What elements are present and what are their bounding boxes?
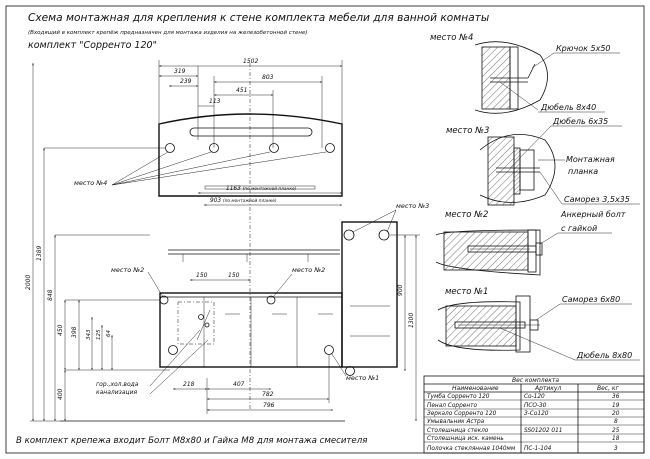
dim-1502: 1502 [243, 58, 258, 65]
page-title: Схема монтажная для крепления к стене ко… [28, 12, 489, 24]
table-row: Пенал Сорренто ПСО-30 19 [427, 403, 620, 409]
kit-name: комплект "Сорренто 120" [28, 40, 157, 51]
dim-796: 796 [263, 402, 275, 409]
detail-place-2: место №2 Анкерный болт с гайкой [435, 210, 626, 276]
dim-1300: 1300 [408, 313, 415, 328]
detail-2-title: место №2 [445, 210, 488, 220]
label-sewer: канализация [96, 389, 137, 396]
table-cell: 25 [612, 428, 620, 434]
detail-place-4: место №4 Крючок 5х50 Дюбель 8х40 [430, 33, 620, 114]
callout-place-3: место №3 [396, 202, 429, 210]
main-elevation [30, 63, 398, 422]
detail-1-title: место №1 [445, 287, 488, 297]
table-cell: 19 [612, 403, 620, 409]
table-cell: ПСО-30 [524, 403, 547, 409]
table-row: Зеркало Сорренто 120 З-Со120 20 [427, 411, 620, 417]
sheet-frame [5, 5, 645, 454]
table-cell: Со-120 [524, 394, 545, 400]
detail-place-1: место №1 Саморез 6х80 Дюбель 8х80 [437, 287, 640, 361]
table-row: Столешница стекло SS01202 011 25 [427, 428, 620, 434]
tall-cabinet [341, 221, 398, 376]
dim-1163-note: (по монтажной планке) [243, 186, 297, 192]
dim-900: 900 [397, 284, 404, 296]
dim-803: 803 [262, 74, 274, 81]
table-row: Столешница иск. камень 18 [427, 436, 620, 442]
dim-239: 239 [180, 78, 192, 85]
dim-150-left: 150 [196, 272, 208, 279]
label-water: гор.,хол.вода [96, 381, 139, 388]
dim-125: 125 [96, 329, 102, 340]
detail-3-part-plank-2: планка [568, 167, 598, 176]
dim-319: 319 [174, 68, 186, 75]
table-row: Полочка стеклянная 1040мм ПС-1-104 3 [427, 446, 618, 452]
glass-shelf [168, 249, 340, 262]
dim-150-right: 150 [228, 272, 240, 279]
dim-407: 407 [233, 381, 245, 388]
vanity-cabinet [159, 292, 343, 368]
dim-1163: 1163 (по монтажной планке) [226, 186, 297, 192]
table-header-name: Наименование [452, 385, 499, 392]
dim-343: 343 [86, 329, 92, 340]
table-header-weight: Вес, кг [597, 385, 620, 392]
table-title: Вес комплекта [512, 377, 559, 384]
dimensions: 1502 319 239 803 451 113 1163 (по монтаж… [25, 58, 420, 421]
place-callouts: место №4 место №3 место №2 место №2 мест… [74, 151, 429, 396]
dim-2000: 2000 [25, 275, 32, 290]
detail-2-part-anchor: Анкерный болт [560, 210, 626, 219]
detail-3-part-dowel: Дюбель 6х35 [552, 117, 608, 126]
table-cell: Зеркало Сорренто 120 [427, 411, 497, 417]
dim-64: 64 [106, 330, 112, 337]
detail-4-title: место №4 [430, 33, 473, 43]
detail-1-part-screw: Саморез 6х80 [562, 295, 620, 304]
table-row: Тумба Сорренто 120 Со-120 36 [427, 394, 620, 400]
dim-400: 400 [57, 388, 64, 400]
table-cell: 3 [614, 446, 618, 452]
detail-3-part-plank: Монтажная [566, 155, 615, 164]
table-cell: Столешница стекло [427, 428, 489, 434]
table-cell: 18 [612, 436, 620, 442]
dim-398: 398 [71, 326, 78, 338]
weight-table: Вес комплекта Наименование Артикул Вес, … [423, 375, 645, 454]
table-cell: Столешница иск. камень [427, 436, 504, 442]
table-cell: SS01202 011 [524, 428, 563, 434]
dim-903-note: (по монтажной планке) [223, 198, 277, 204]
dim-782: 782 [262, 391, 274, 398]
table-cell: Тумба Сорренто 120 [427, 394, 490, 400]
detail-4-part-dowel: Дюбель 8х40 [540, 103, 596, 112]
table-cell: З-Со120 [524, 411, 549, 417]
dim-450: 450 [57, 324, 64, 336]
detail-3-title: место №3 [446, 126, 489, 136]
table-cell: 20 [612, 411, 620, 417]
detail-4-part-hook: Крючок 5х50 [556, 44, 611, 53]
table-row: Умывальник Астра 8 [427, 419, 618, 425]
page-subtitle: (Входящий в комплект крепёж предназначен… [28, 30, 307, 36]
callout-place-2-right: место №2 [292, 266, 325, 274]
table-cell: Умывальник Астра [427, 419, 485, 425]
table-cell: 8 [614, 419, 618, 425]
callout-place-4: место №4 [74, 179, 107, 187]
table-header-article: Артикул [534, 385, 561, 392]
dim-1163-value: 1163 [226, 186, 241, 192]
detail-2-part-nut: с гайкой [561, 224, 597, 233]
detail-place-3: место №3 Дюбель 6х35 Монтажная планка Са… [446, 117, 640, 206]
dim-451: 451 [236, 87, 247, 94]
callout-place-1: место №1 [346, 374, 379, 382]
dim-1389: 1389 [36, 246, 43, 261]
detail-1-part-dowel: Дюбель 8х80 [576, 351, 632, 360]
dim-903: 903 (по монтажной планке) [210, 198, 277, 204]
footer-note: В комплект крепежа входит Болт М8х80 и Г… [16, 436, 367, 446]
dim-113: 113 [209, 98, 221, 105]
callout-place-2-left: место №2 [111, 266, 144, 274]
dim-848: 848 [47, 289, 54, 301]
table-cell: Полочка стеклянная 1040мм [427, 446, 516, 452]
mirror [158, 113, 343, 197]
table-cell: Пенал Сорренто [427, 403, 478, 409]
table-cell: 36 [612, 394, 620, 400]
detail-3-part-screw: Саморез 3,5х35 [564, 195, 630, 204]
dim-903-value: 903 [210, 198, 221, 204]
table-cell: ПС-1-104 [524, 446, 552, 452]
dim-218: 218 [183, 381, 195, 388]
